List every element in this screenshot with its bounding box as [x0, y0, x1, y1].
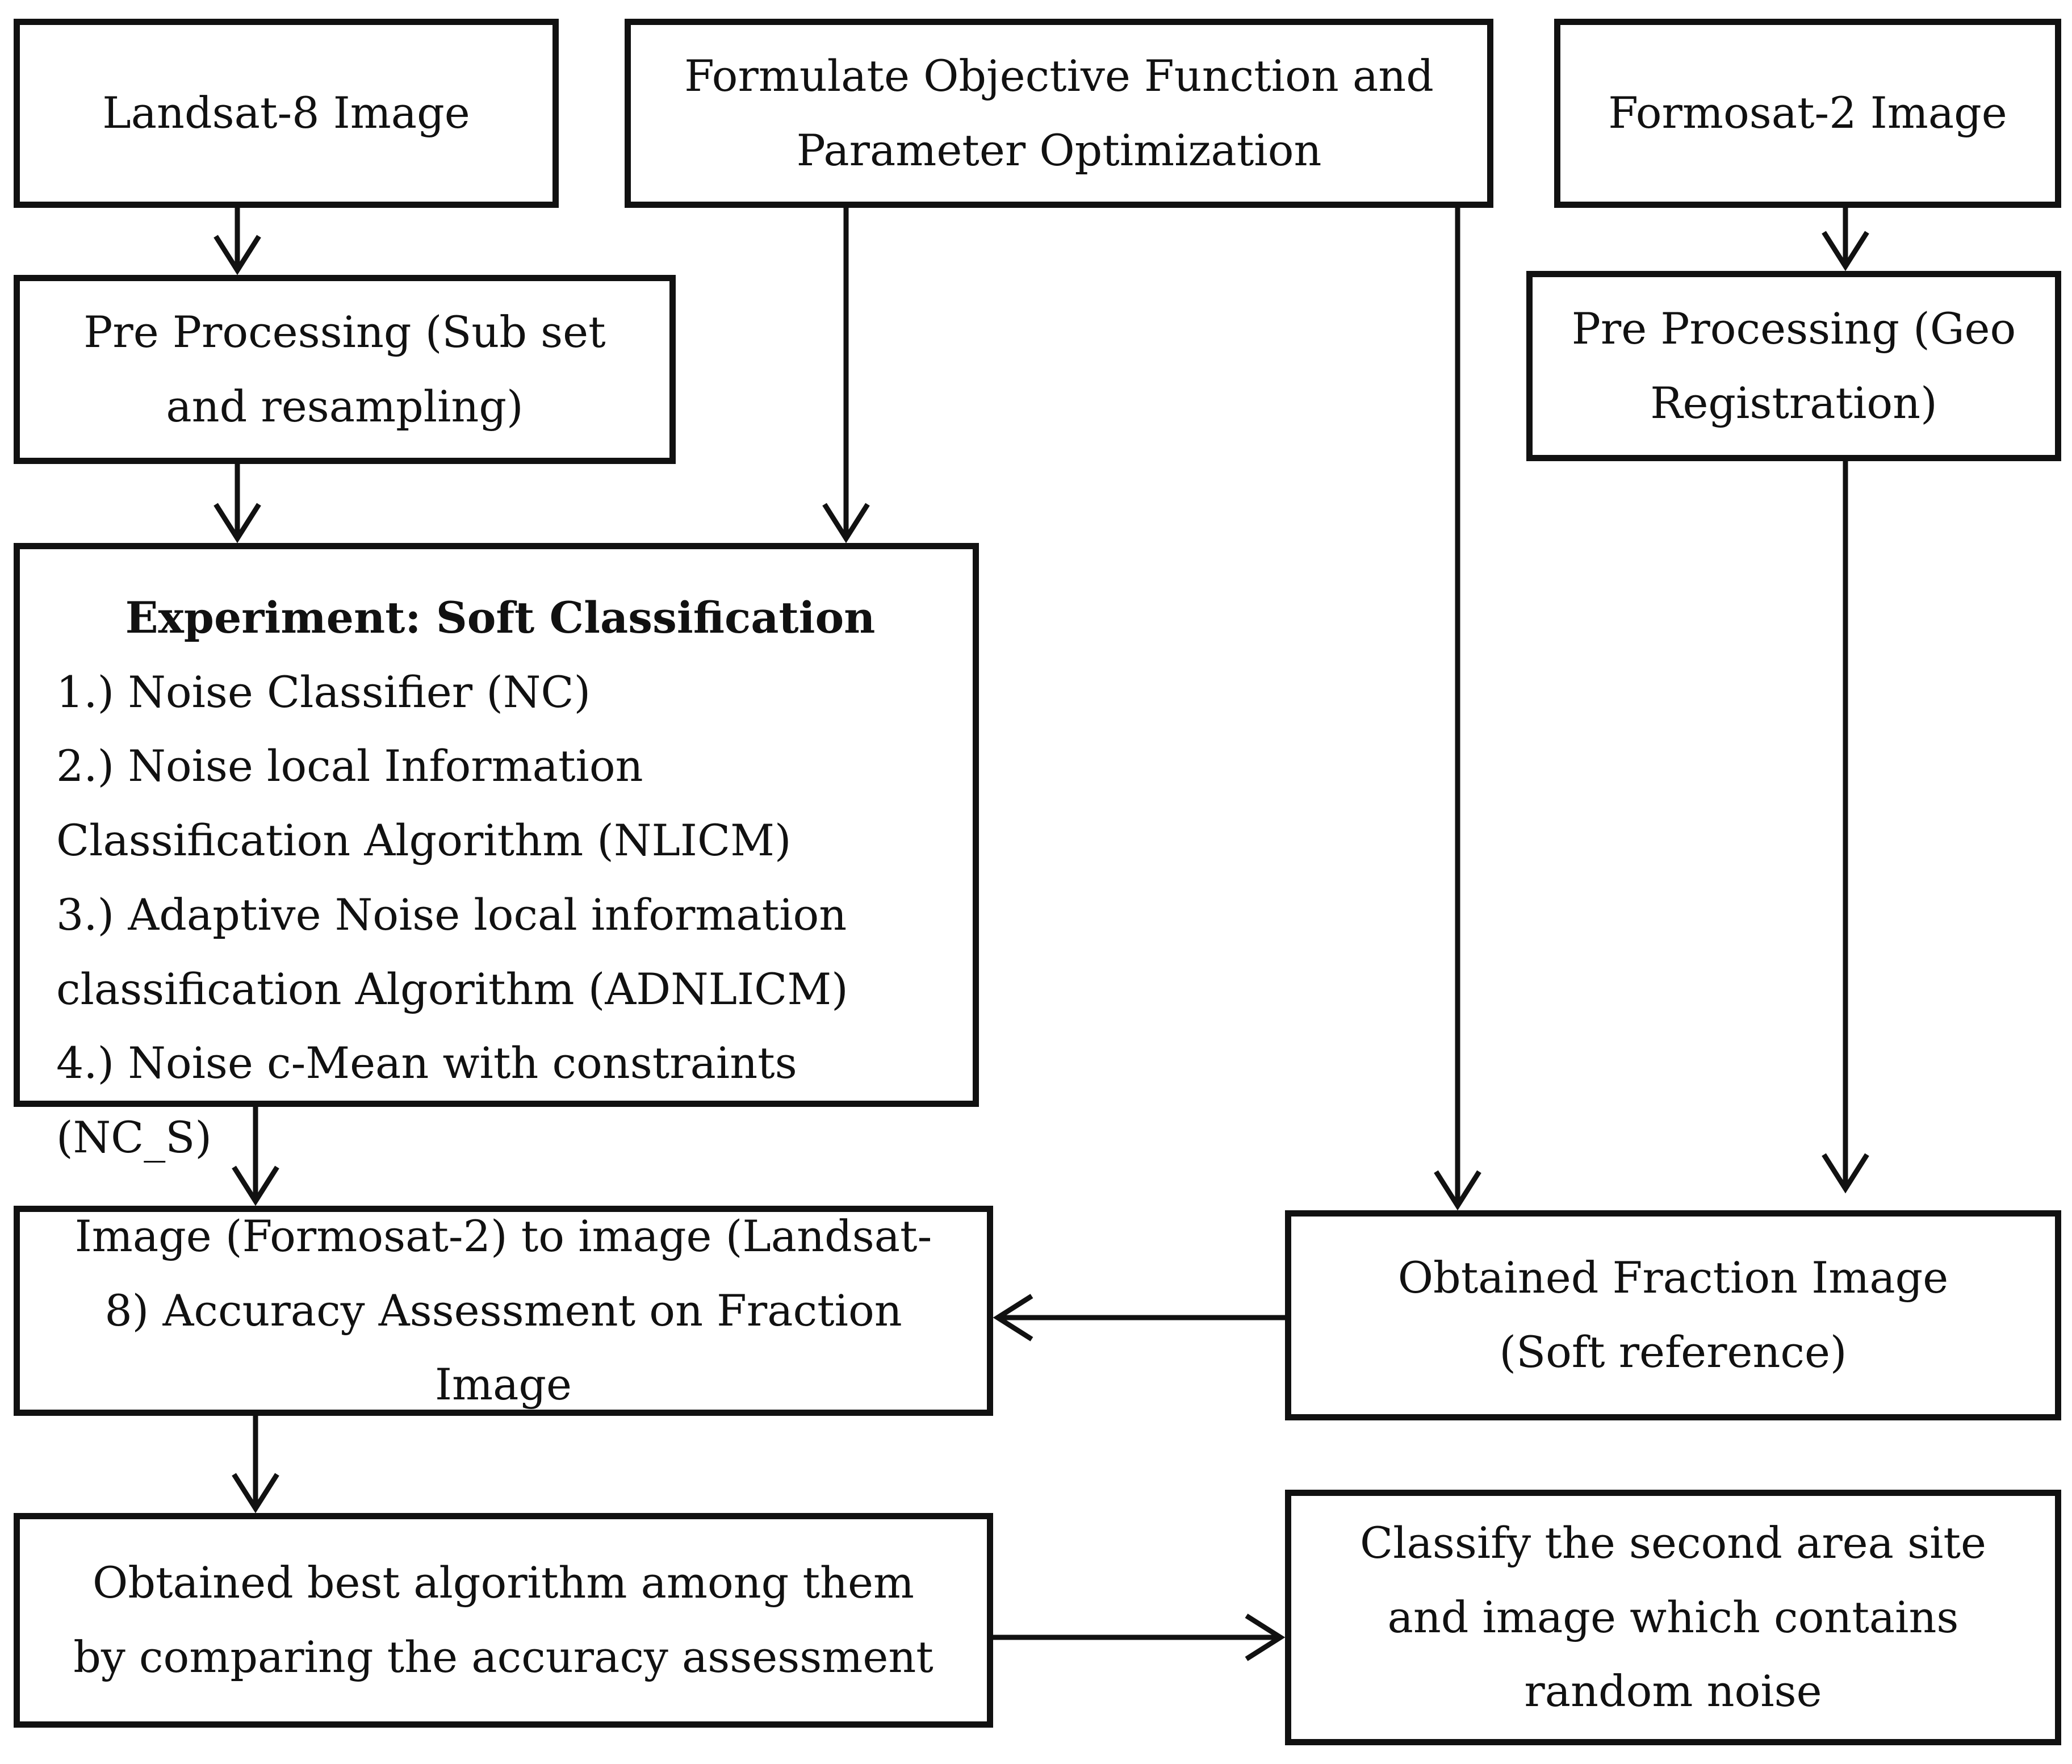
preprocessing-left-label: Pre Processing (Sub set and resampling) — [83, 306, 606, 432]
best-algorithm-node: Obtained best algorithm among them by co… — [14, 1513, 993, 1728]
algorithm-item: 4.) Noise c-Mean with constraints (NC_S) — [56, 1038, 797, 1163]
arrowhead — [214, 503, 261, 544]
fraction-image-label: Obtained Fraction Image (Soft reference) — [1397, 1252, 1949, 1377]
arrowhead — [1245, 1613, 1286, 1661]
objective-function-node: Formulate Objective Function and Paramet… — [625, 19, 1493, 208]
arrowhead — [1822, 231, 1869, 271]
soft-classification-node: Experiment: Soft Classification 1.) Nois… — [14, 543, 979, 1163]
classify-second-area-node: Classify the second area site and image … — [1285, 1490, 2061, 1745]
accuracy-assessment-label: Image (Formosat-2) to image (Landsat-8) … — [74, 1210, 932, 1410]
preprocessing-right-label: Pre Processing (Geo Registration) — [1571, 303, 2016, 428]
landsat-image-node: Landsat-8 Image — [14, 19, 559, 208]
arrowhead — [232, 1165, 279, 1206]
algorithm-item: 3.) Adaptive Noise local information cla… — [56, 889, 848, 1014]
classify-second-area-label: Classify the second area site and image … — [1360, 1517, 1986, 1717]
objective-function-label: Formulate Objective Function and Paramet… — [684, 50, 1434, 175]
arrowhead — [993, 1294, 1033, 1341]
arrowhead — [1434, 1170, 1481, 1211]
arrowhead — [214, 235, 261, 275]
formosat-image-label: Formosat-2 Image — [1608, 87, 2007, 139]
preprocessing-right-node: Pre Processing (Geo Registration) — [1526, 271, 2061, 461]
arrowhead — [232, 1473, 279, 1514]
formosat-image-node: Formosat-2 Image — [1554, 19, 2061, 208]
best-algorithm-label: Obtained best algorithm among them by co… — [73, 1557, 934, 1682]
preprocessing-left-node: Pre Processing (Sub set and resampling) — [14, 275, 676, 464]
fraction-image-node: Obtained Fraction Image (Soft reference) — [1285, 1210, 2061, 1420]
accuracy-assessment-node: Image (Formosat-2) to image (Landsat-8) … — [14, 1206, 993, 1416]
arrowhead — [1822, 1153, 1869, 1194]
algorithm-item: 2.) Noise local Information Classificati… — [56, 741, 792, 866]
landsat-image-label: Landsat-8 Image — [102, 87, 470, 139]
arrowhead — [822, 503, 870, 544]
algorithm-item: 1.) Noise Classifier (NC) — [56, 666, 591, 717]
soft-classification-heading: Experiment: Soft Classification — [125, 592, 876, 643]
